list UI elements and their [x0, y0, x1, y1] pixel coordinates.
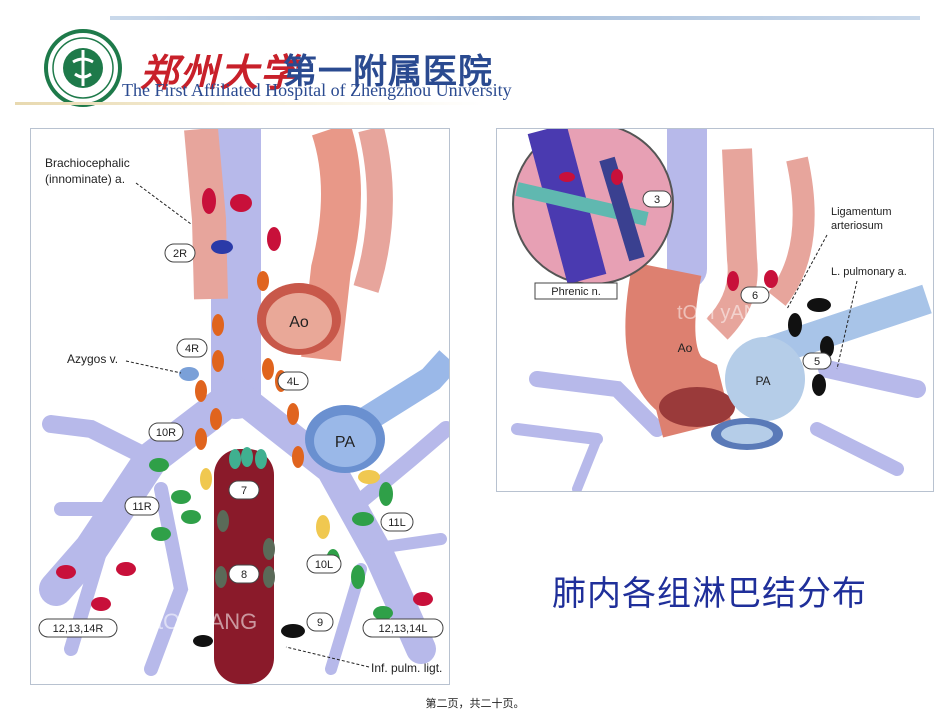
- station-12-13-14L: 12,13,14L: [379, 623, 428, 635]
- label-azygos: Azygos v.: [67, 352, 118, 366]
- label-pa-right: PA: [755, 374, 770, 388]
- station-5: 5: [814, 356, 820, 368]
- university-name-cn: 郑州大学: [140, 50, 301, 95]
- station-7: 7: [241, 485, 247, 497]
- label-phrenic: Phrenic n.: [551, 286, 601, 298]
- station-labels-right: 3 6 5: [642, 190, 832, 370]
- station-10R: 10R: [156, 427, 176, 439]
- station-4R: 4R: [185, 343, 199, 355]
- station-8: 8: [241, 569, 247, 581]
- label-brachiocephalic: Brachiocephalic: [45, 156, 130, 170]
- hospital-name-en: The First Affiliated Hospital of Zhengzh…: [122, 80, 512, 100]
- label-innominate: (innominate) a.: [45, 172, 125, 186]
- label-ao-right: Ao: [678, 341, 693, 355]
- hospital-name-cn: 第一附属医院: [283, 52, 493, 92]
- lymph-nodes-right: [727, 270, 834, 396]
- station-4L: 4L: [287, 376, 299, 388]
- lymph-node-diagram-left: 2R 4R 4L 10R 11R 7 8 10L 11L 12,13,14R 1…: [30, 128, 450, 685]
- station-9: 9: [317, 617, 323, 629]
- station-labels-left: 2R 4R 4L 10R 11R 7 8 10L 11L 12,13,14R 1…: [38, 243, 444, 638]
- watermark-right: tOM yANG: [677, 302, 774, 324]
- station-11R: 11R: [132, 501, 151, 513]
- station-3: 3: [654, 194, 660, 206]
- lymph-node-diagram-right: 3 6 5 Ao PA Ligamentum arteriosum L. pul…: [496, 128, 934, 492]
- label-inf-pulm: Inf. pulm. ligt.: [371, 661, 442, 675]
- slide-caption: 肺内各组淋巴结分布: [552, 574, 867, 614]
- station-2R: 2R: [173, 248, 187, 260]
- label-pa-left: PA: [335, 434, 355, 451]
- page-footer: 第二页，共二十页。: [425, 698, 525, 710]
- station-12-13-14R: 12,13,14R: [53, 623, 104, 635]
- station-11L: 11L: [388, 517, 406, 529]
- label-ao-left: Ao: [289, 314, 309, 331]
- label-ligamentum-1: Ligamentum: [831, 206, 892, 218]
- top-rule: [110, 16, 920, 20]
- station-6: 6: [752, 290, 758, 302]
- station-10L: 10L: [315, 559, 333, 571]
- hospital-logo: [44, 29, 122, 107]
- hospital-header: 郑州大学 第一附属医院 The First Affiliated Hospita…: [15, 20, 935, 120]
- label-ligamentum-2: arteriosum: [831, 220, 883, 232]
- label-l-pulmonary: L. pulmonary a.: [831, 266, 907, 278]
- header-underline: [15, 102, 485, 105]
- watermark-left: tOMyANG: [157, 609, 257, 634]
